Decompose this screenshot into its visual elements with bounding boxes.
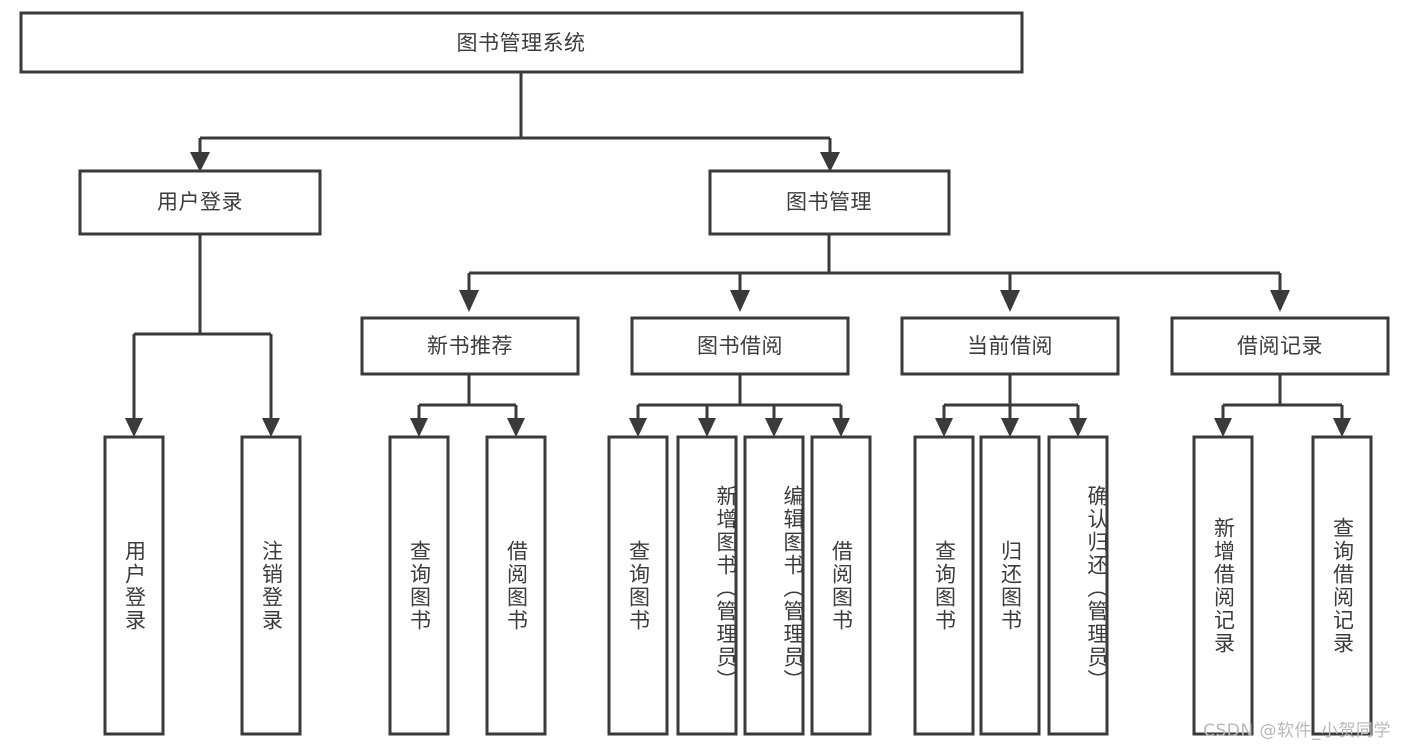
arrow-current-c1: [935, 418, 953, 437]
node-layer: 图书管理系统 用户登录 图书管理 新书推荐 图书借阅 当前借阅 借阅记录: [19, 11, 1390, 736]
node-user-login-label: 用户登录: [157, 190, 243, 214]
arrow-record-c1: [1214, 418, 1232, 437]
node-leaf-query-book-rec-box[interactable]: [388, 435, 450, 736]
node-leaf-query-book-cur-box[interactable]: [913, 435, 975, 736]
node-book-borrow-label: 图书借阅: [697, 334, 783, 358]
node-leaf-borrow-book-rec-box[interactable]: [485, 435, 547, 736]
node-current-borrow-box[interactable]: [900, 316, 1120, 376]
node-borrow-record-label: 借阅记录: [1237, 334, 1323, 358]
arrow-userlogin-l2: [262, 418, 280, 437]
node-leaf-add-book-box[interactable]: [676, 435, 738, 736]
node-user-login-box[interactable]: [78, 169, 322, 236]
node-borrow-record-box[interactable]: [1170, 316, 1390, 376]
arrow-bm-to-n4: [1270, 290, 1290, 312]
arrow-record-c2: [1333, 418, 1351, 437]
node-book-borrow-box[interactable]: [630, 316, 850, 376]
node-leaf-edit-book-box[interactable]: [743, 435, 805, 736]
arrow-current-c2: [1001, 418, 1019, 437]
arrow-bm-to-n3: [1000, 290, 1020, 312]
node-leaf-borrow-book-box[interactable]: [810, 435, 872, 736]
arrow-root-to-bookmanage: [820, 152, 840, 172]
node-leaf-query-record-box[interactable]: [1311, 435, 1373, 736]
node-leaf-add-record-box[interactable]: [1192, 435, 1254, 736]
node-new-book-rec-label: 新书推荐: [427, 334, 513, 358]
connector-layer: [125, 72, 1351, 437]
csdn-watermark: CSDN @软件_小贺同学: [1203, 721, 1391, 741]
node-book-manage-box[interactable]: [708, 169, 951, 236]
node-root-label: 图书管理系统: [457, 31, 586, 55]
arrow-userlogin-l1: [125, 418, 143, 437]
node-leaf-return-book-box[interactable]: [979, 435, 1041, 736]
arrow-current-c3: [1069, 418, 1087, 437]
arrow-borrow-c3: [765, 418, 783, 437]
node-leaf-user-login-box[interactable]: [103, 435, 165, 736]
arrow-root-to-userlogin: [190, 152, 210, 172]
arrow-bm-to-n2: [730, 290, 750, 312]
arrow-bm-to-n1: [459, 290, 479, 312]
arrow-borrow-c1: [629, 418, 647, 437]
arrow-borrow-c2: [698, 418, 716, 437]
node-current-borrow-label: 当前借阅: [967, 334, 1053, 358]
node-root-box[interactable]: [19, 11, 1024, 74]
arrow-borrow-c4: [832, 418, 850, 437]
arrow-newbook-c1: [410, 418, 428, 437]
node-new-book-rec-box[interactable]: [360, 316, 580, 376]
node-leaf-logout-box[interactable]: [240, 435, 302, 736]
node-leaf-confirm-return-box[interactable]: [1047, 435, 1109, 736]
node-book-manage-label: 图书管理: [786, 190, 872, 214]
node-leaf-query-book-borrow-box[interactable]: [607, 435, 669, 736]
arrow-newbook-c2: [507, 418, 525, 437]
